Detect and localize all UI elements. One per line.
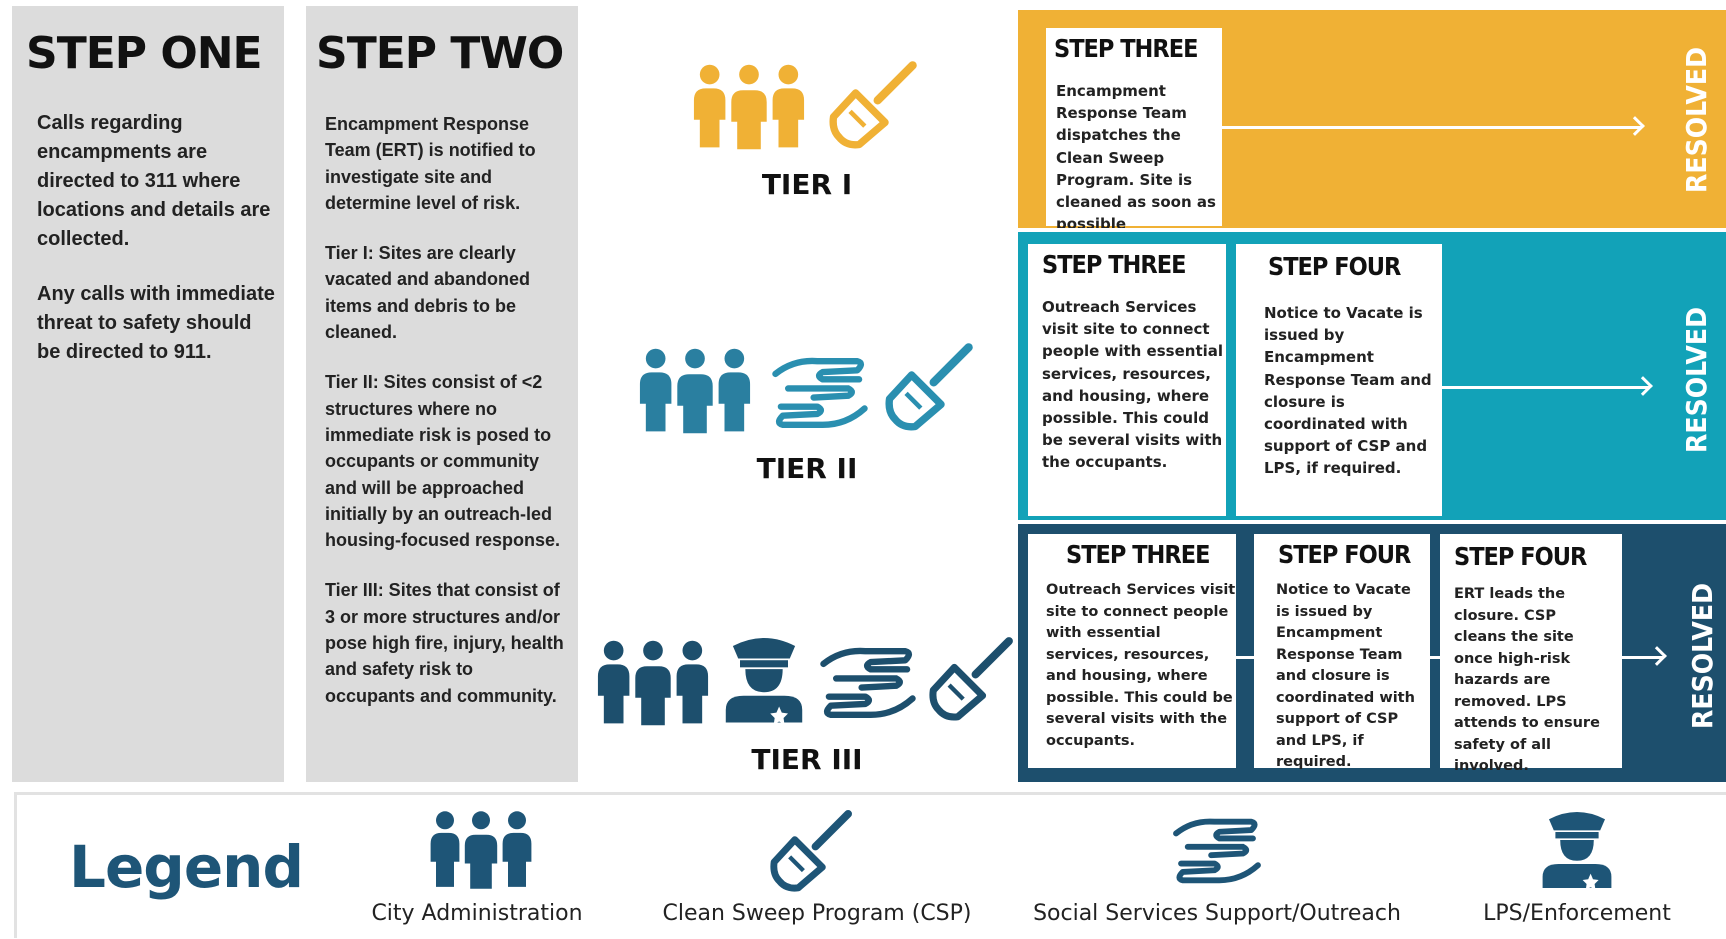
tier-1-band: STEP THREE Encampment Response Team disp…: [1018, 10, 1726, 228]
broom-icon: [928, 632, 1016, 724]
people-icon: [427, 809, 535, 891]
tier-2-step-three-card: STEP THREE Outreach Services visit site …: [1028, 244, 1236, 516]
broom-icon: [884, 340, 976, 432]
legend-label: Clean Sweep Program (CSP): [662, 901, 972, 926]
tier-2-step-four-card: STEP FOUR Notice to Vacate is issued by …: [1226, 244, 1442, 516]
tier-1-step-three-card: STEP THREE Encampment Response Team disp…: [1046, 28, 1222, 228]
arrow-head-icon: [1647, 646, 1667, 666]
tier-1-icons: [690, 58, 930, 158]
police-officer-icon: [724, 632, 804, 724]
step-two-paragraph: Tier II: Sites consist of <2 structures …: [325, 372, 561, 551]
step-title: STEP FOUR: [1268, 252, 1401, 281]
tier-1-label: TIER I: [761, 168, 853, 201]
resolved-label: RESOLVED: [1686, 583, 1719, 729]
legend-title: Legend: [69, 833, 304, 901]
tier-3-icons: [594, 632, 1014, 732]
resolved-label: RESOLVED: [1680, 47, 1713, 193]
arrow-line: [1622, 656, 1664, 659]
step-text: ERT leads the closure. CSP cleans the si…: [1454, 586, 1600, 774]
step-text: Notice to Vacate is issued by Encampment…: [1276, 582, 1415, 770]
connector-line: [1236, 656, 1254, 659]
legend-item: Social Services Support/Outreach: [1017, 809, 1417, 939]
legend-label: City Administration: [371, 901, 583, 926]
helping-hands-icon: [1171, 813, 1263, 889]
resolved-label: RESOLVED: [1680, 307, 1713, 453]
step-title: STEP FOUR: [1278, 540, 1411, 569]
arrow-line: [1442, 386, 1650, 389]
step-two-panel: STEP TWO Encampment Response Team (ERT) …: [306, 6, 578, 782]
step-two-title: STEP TWO: [316, 28, 564, 79]
step-text: Notice to Vacate is issued by Encampment…: [1264, 304, 1432, 478]
tier-2-band: STEP THREE Outreach Services visit site …: [1018, 232, 1726, 520]
tier-3-step-four-card: STEP FOUR Notice to Vacate is issued by …: [1254, 534, 1430, 770]
helping-hands-icon: [818, 642, 918, 724]
tier-2-icons: [636, 340, 976, 440]
tier-3-step-four-closure-card: STEP FOUR ERT leads the closure. CSP cle…: [1440, 534, 1622, 774]
legend-item: Clean Sweep Program (CSP): [637, 807, 997, 937]
step-text: Outreach Services visit site to connect …: [1042, 298, 1224, 472]
step-one-title: STEP ONE: [26, 28, 263, 79]
step-one-paragraph: Any calls with immediate threat to safet…: [37, 283, 275, 363]
tier-2-label: TIER II: [756, 452, 858, 485]
arrow-head-icon: [1625, 116, 1645, 136]
tier-3-label: TIER III: [751, 743, 863, 776]
step-title: STEP THREE: [1054, 34, 1198, 63]
step-two-paragraph: Encampment Response Team (ERT) is notifi…: [325, 114, 536, 213]
step-title: STEP THREE: [1042, 250, 1186, 279]
step-two-paragraph: Tier III: Sites that consist of 3 or mor…: [325, 580, 564, 706]
legend-label: LPS/Enforcement: [1483, 901, 1671, 926]
police-officer-icon: [1541, 807, 1613, 889]
people-icon: [636, 346, 754, 436]
legend-label: Social Services Support/Outreach: [1033, 901, 1401, 926]
arrow-head-icon: [1633, 376, 1653, 396]
step-title: STEP FOUR: [1454, 542, 1587, 571]
broom-icon: [769, 807, 855, 893]
broom-icon: [828, 58, 920, 150]
step-two-body: Encampment Response Team (ERT) is notifi…: [325, 111, 565, 733]
legend-panel: Legend City Administration Clean Sweep P…: [14, 792, 1726, 938]
people-icon: [690, 62, 808, 152]
people-icon: [594, 638, 712, 728]
tier-3-band: STEP THREE Outreach Services visit site …: [1018, 524, 1726, 782]
step-one-panel: STEP ONE Calls regarding encampments are…: [12, 6, 284, 782]
helping-hands-icon: [770, 352, 870, 434]
step-one-body: Calls regarding encampments are directed…: [37, 109, 277, 393]
legend-item: City Administration: [337, 809, 617, 939]
step-text: Encampment Response Team dispatches the …: [1056, 82, 1216, 228]
step-title: STEP THREE: [1066, 540, 1210, 569]
step-one-paragraph: Calls regarding encampments are directed…: [37, 112, 271, 250]
connector-line: [1430, 656, 1440, 659]
tier-3-step-three-card: STEP THREE Outreach Services visit site …: [1028, 534, 1236, 768]
step-two-paragraph: Tier I: Sites are clearly vacated and ab…: [325, 243, 531, 343]
step-text: Outreach Services visit site to connect …: [1046, 582, 1236, 749]
legend-item: LPS/Enforcement: [1437, 807, 1717, 937]
arrow-line: [1222, 126, 1642, 129]
